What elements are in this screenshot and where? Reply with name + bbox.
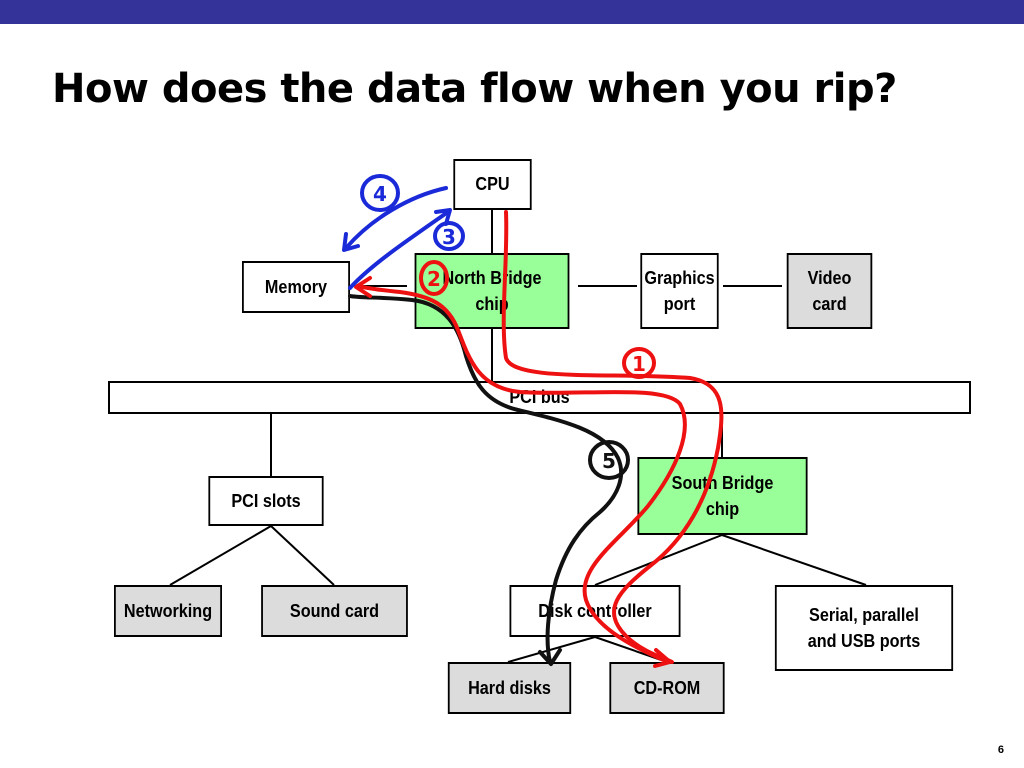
graphics-port-box: Graphics port xyxy=(640,253,719,329)
blue-arrowhead-3 xyxy=(434,208,452,226)
networking-box: Networking xyxy=(114,585,222,637)
line-pcislots-soundcard xyxy=(270,525,335,586)
step-4-circle xyxy=(360,174,400,212)
video-card-box: Video card xyxy=(786,253,873,329)
memory-box: Memory xyxy=(242,261,350,313)
step-2-label: 2 xyxy=(427,267,441,291)
slide-title: How does the data flow when you rip? xyxy=(52,66,897,112)
black-flow-path xyxy=(348,294,624,664)
step-3-label: 3 xyxy=(442,225,456,249)
pci-bus-box: PCI bus xyxy=(108,381,971,414)
disk-controller-box: Disk controller xyxy=(509,585,681,637)
step-5-circle xyxy=(588,440,630,480)
pci-slots-box: PCI slots xyxy=(208,476,324,526)
line-southbridge-serial xyxy=(721,534,867,586)
step-1-label: 1 xyxy=(632,352,646,376)
step-3-circle xyxy=(433,221,465,251)
red-flow-path-1 xyxy=(501,210,724,664)
serial-ports-box: Serial, parallel and USB ports xyxy=(774,585,954,671)
cd-rom-box: CD-ROM xyxy=(609,662,725,714)
line-pcislots-networking xyxy=(169,525,272,586)
red-arrowhead-2 xyxy=(354,276,372,298)
hard-disks-box: Hard disks xyxy=(447,662,572,714)
cpu-box: CPU xyxy=(453,159,532,210)
blue-flow-path-4 xyxy=(344,186,448,250)
page-number: 6 xyxy=(997,744,1004,756)
step-4-label: 4 xyxy=(373,182,387,206)
line-disk-harddisks xyxy=(507,636,596,663)
step-1-circle xyxy=(622,347,656,379)
sound-card-box: Sound card xyxy=(261,585,408,637)
black-arrowhead xyxy=(538,648,562,666)
red-flow-path-2 xyxy=(356,284,687,664)
header-bar xyxy=(0,0,1024,24)
step-5-label: 5 xyxy=(602,449,616,473)
blue-flow-path-3 xyxy=(348,210,450,290)
step-2-circle xyxy=(419,260,449,296)
blue-arrowhead-4 xyxy=(342,232,360,252)
